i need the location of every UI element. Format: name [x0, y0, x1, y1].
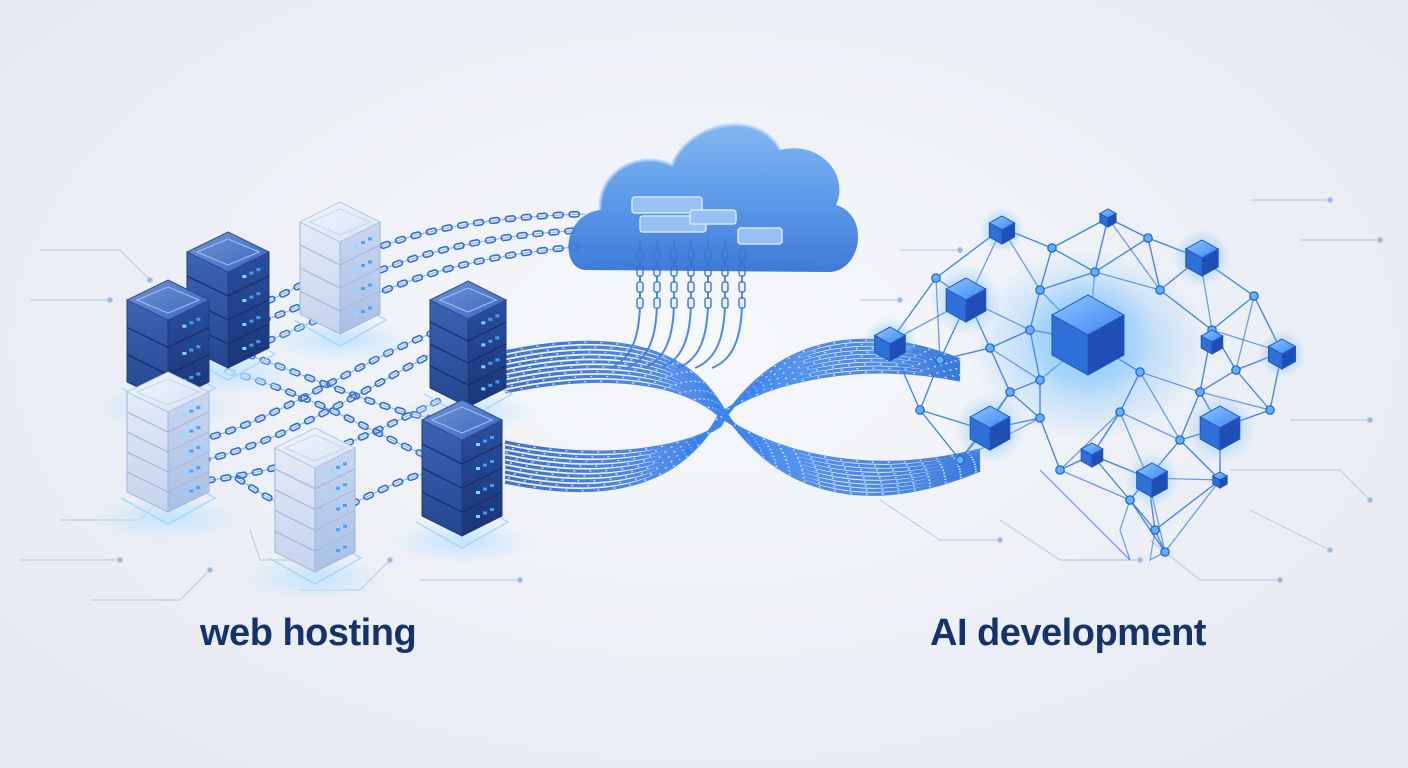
- fiber-bundle-connection: [504, 240, 981, 496]
- neural-network-icon: [862, 207, 1306, 562]
- cube-node: [1098, 208, 1118, 228]
- cube-node: [1258, 330, 1306, 378]
- cloud-icon: [568, 123, 859, 272]
- server-racks: [94, 201, 537, 600]
- cube-node: [1173, 229, 1231, 287]
- cube-node: [862, 316, 918, 372]
- server-rack-icon: [399, 280, 537, 434]
- cube-node: [1080, 442, 1104, 468]
- cube-node: [1024, 271, 1152, 399]
- cube-node: [1200, 329, 1224, 355]
- cloud-ports: [631, 196, 783, 245]
- server-rack-icon: [94, 371, 242, 540]
- server-rack-icon: [243, 427, 387, 600]
- cube-node: [1124, 452, 1180, 508]
- ai-development-label: AI development: [930, 612, 1206, 654]
- server-rack-icon: [268, 201, 412, 362]
- cube-node: [979, 207, 1025, 253]
- web-hosting-label: web hosting: [200, 612, 417, 654]
- cube-node: [1211, 471, 1229, 489]
- cube-node: [1184, 392, 1256, 464]
- server-rack-icon: [390, 399, 534, 564]
- cube-node: [954, 392, 1026, 464]
- cube-node: [930, 264, 1002, 336]
